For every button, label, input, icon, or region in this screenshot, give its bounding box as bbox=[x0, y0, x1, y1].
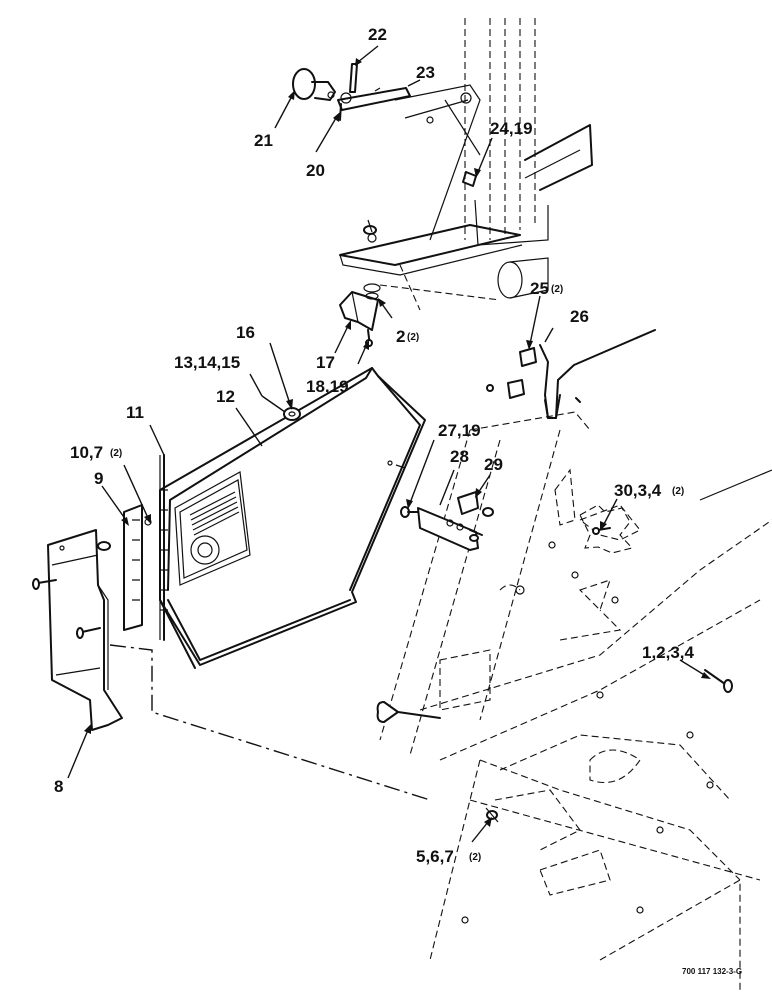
callout-9: 9 bbox=[94, 469, 103, 488]
callout-10-7: 10,7 bbox=[70, 443, 103, 462]
callout-30-3-4: 30,3,4 bbox=[614, 481, 662, 500]
pin-part-22 bbox=[349, 63, 358, 93]
hinge-strip-part-11 bbox=[159, 454, 168, 641]
bolt-part-1-2-3-4 bbox=[704, 669, 733, 693]
callout-12: 12 bbox=[216, 387, 235, 406]
callout-27-19: 27,19 bbox=[438, 421, 481, 440]
clip-part-25 bbox=[486, 347, 537, 399]
callout-2-qty: (2) bbox=[407, 332, 419, 343]
callout-23: 23 bbox=[416, 63, 435, 82]
leader-lines bbox=[67, 45, 711, 843]
callout-25: 25 bbox=[530, 279, 549, 298]
callout-labels: 22 23 21 20 24,19 25 (2) 26 16 13,14,15 … bbox=[54, 25, 695, 866]
callout-16: 16 bbox=[236, 323, 255, 342]
carriage-bolt bbox=[376, 701, 441, 723]
callout-29: 29 bbox=[484, 455, 503, 474]
bracket-part-17 bbox=[339, 283, 381, 347]
rod-part-26 bbox=[539, 329, 656, 419]
callout-17: 17 bbox=[316, 353, 335, 372]
handle-part-21 bbox=[292, 68, 336, 101]
bolt-part-24-19 bbox=[462, 171, 477, 187]
upper-mast-assembly bbox=[339, 18, 593, 311]
door-panel-part-12 bbox=[159, 367, 426, 669]
lever-part-23 bbox=[337, 87, 411, 111]
rod-part-20 bbox=[339, 103, 342, 121]
callout-1-2-3-4: 1,2,3,4 bbox=[642, 643, 695, 662]
alignment-line bbox=[109, 644, 431, 801]
callout-13-14-15: 13,14,15 bbox=[174, 353, 240, 372]
callout-10-7-qty: (2) bbox=[110, 448, 122, 459]
figure-id: 700 117 132-3-G bbox=[682, 967, 742, 976]
callout-11: 11 bbox=[126, 403, 144, 422]
door-label-plate bbox=[174, 471, 251, 586]
callout-22: 22 bbox=[368, 25, 387, 44]
hardware-part-5-6-7 bbox=[485, 807, 499, 823]
callout-8: 8 bbox=[54, 777, 63, 796]
callout-25-qty: (2) bbox=[551, 284, 563, 295]
callout-5-6-7-qty: (2) bbox=[469, 852, 481, 863]
hinge-part-9 bbox=[123, 504, 152, 631]
bolt-part-27-19 bbox=[400, 506, 419, 518]
callout-18-19: 18,19 bbox=[306, 377, 349, 396]
callout-21: 21 bbox=[254, 131, 273, 150]
callout-5-6-7: 5,6,7 bbox=[416, 847, 454, 866]
callout-24-19: 24,19 bbox=[490, 119, 533, 138]
callout-30-3-4-qty: (2) bbox=[672, 486, 684, 497]
callout-2: 2 bbox=[396, 327, 405, 346]
part-30-torn-detail bbox=[579, 504, 634, 554]
callout-20: 20 bbox=[306, 161, 325, 180]
plate-part-28 bbox=[417, 507, 483, 551]
nut-part-top bbox=[363, 219, 377, 235]
main-frame-dashed bbox=[379, 411, 772, 990]
shield-part-8 bbox=[32, 529, 123, 731]
callout-26: 26 bbox=[570, 307, 589, 326]
block-part-29 bbox=[457, 491, 494, 517]
callout-28: 28 bbox=[450, 447, 469, 466]
